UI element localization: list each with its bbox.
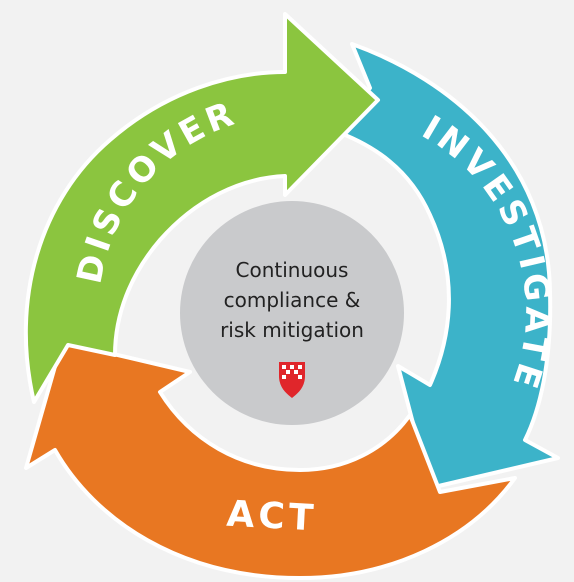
center-text-line-2: compliance &: [223, 288, 361, 312]
center-text: Continuous compliance & risk mitigation: [192, 255, 392, 345]
discover-arrow: [23, 12, 380, 404]
center-text-line-1: Continuous: [235, 258, 349, 282]
center-text-line-3: risk mitigation: [220, 318, 364, 342]
center-circle: [180, 201, 404, 425]
act-arrow: [24, 340, 517, 580]
investigate-arrow: [330, 42, 560, 490]
act-label: ACT: [225, 494, 318, 540]
shield-icon: [279, 362, 305, 398]
